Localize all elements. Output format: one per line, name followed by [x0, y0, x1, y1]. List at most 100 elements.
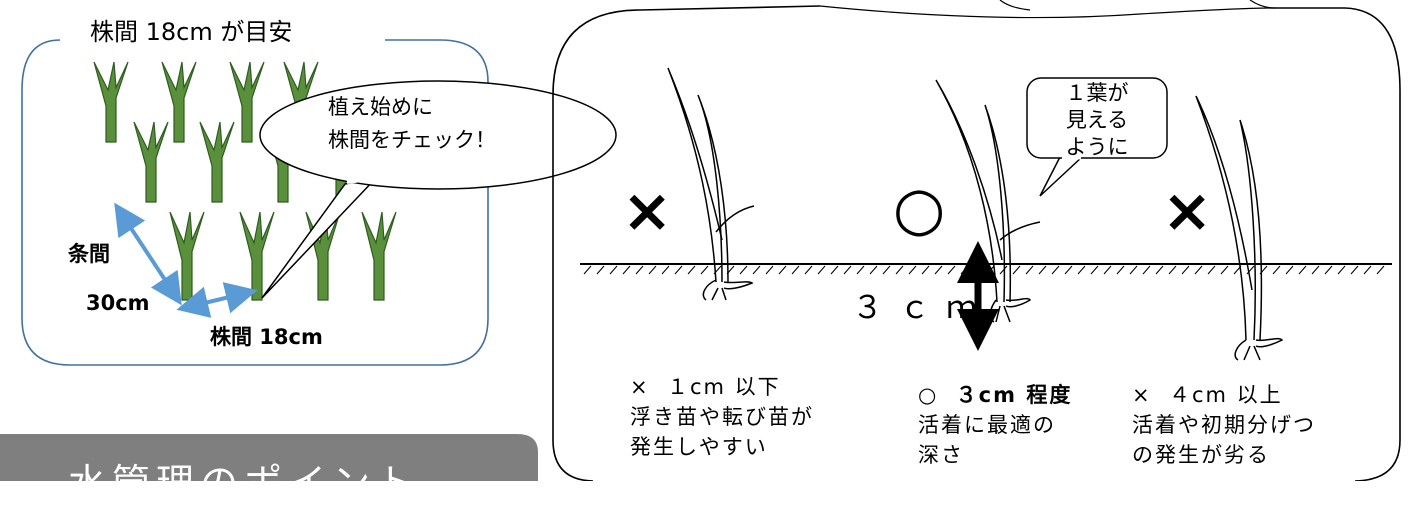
caption-deep-line-2: 活着や初期分げつ — [1132, 413, 1316, 437]
soil-hatch-mark — [1077, 265, 1086, 275]
seedling-icon — [199, 121, 235, 203]
mark-correct: ○ — [893, 174, 946, 244]
hill-spacing-arrow — [176, 282, 258, 318]
soil-hatch-mark — [661, 265, 670, 275]
soil-hatch-mark — [1272, 265, 1281, 275]
soil-hatch-mark — [791, 265, 800, 275]
soil-hatch-mark — [1090, 265, 1099, 275]
soil-hatch-mark — [895, 265, 904, 275]
soil-hatch-mark — [1129, 265, 1138, 275]
seedling-shallow — [667, 67, 755, 301]
soil-hatch-mark — [1025, 265, 1034, 275]
row-spacing-label: 条間 — [68, 242, 110, 266]
check-callout — [259, 80, 617, 299]
caption-shallow-line-2: 浮き苗や転び苗が — [630, 405, 814, 429]
row-spacing-arrow — [114, 202, 182, 306]
soil-hatch-mark — [1350, 265, 1359, 275]
soil-hatch-mark — [921, 265, 930, 275]
soil-hatch-mark — [1363, 265, 1372, 275]
caption-shallow: × １cm 以下 浮き苗や転び苗が 発生しやすい — [630, 372, 814, 462]
soil-hatch-mark — [1220, 265, 1229, 275]
depth-panel-tail-left — [999, 0, 1031, 11]
soil-hatch-mark — [908, 265, 917, 275]
soil-hatch-mark — [1207, 265, 1216, 275]
soil-hatch-mark — [583, 265, 592, 275]
leaf-note-line-3: ように — [1065, 135, 1129, 159]
soil-hatch-mark — [648, 265, 657, 275]
spacing-panel-border — [21, 39, 489, 366]
seedling-icon — [161, 61, 197, 143]
row-spacing-value: 30cm — [86, 291, 150, 315]
banner-bg — [0, 434, 538, 481]
soil-hatch-mark — [609, 265, 618, 275]
soil-hatch-mark — [674, 265, 683, 275]
soil-hatch-mark — [1103, 265, 1112, 275]
soil-hatch-mark — [1168, 265, 1177, 275]
soil-hatch-mark — [869, 265, 878, 275]
soil-hatch-mark — [934, 265, 943, 275]
soil-hatch-mark — [804, 265, 813, 275]
soil-hatch-mark — [986, 265, 995, 275]
soil-hatch-mark — [1181, 265, 1190, 275]
caption-correct-line-1: ３cm 程度 — [955, 383, 1073, 407]
seedling-deep — [1195, 95, 1284, 361]
soil-hatch-mark — [1155, 265, 1164, 275]
callout-line-2: 株間をチェック！ — [328, 128, 496, 152]
callout-line-1: 植え始めに — [328, 95, 433, 119]
caption-deep-line-3: の発生が劣る — [1132, 443, 1270, 467]
caption-deep: × ４cm 以上 活着や初期分げつ の発生が劣る — [1132, 380, 1316, 470]
soil-hatch-mark — [1194, 265, 1203, 275]
depth-panel-border — [552, 5, 1401, 481]
soil-hatch-mark — [635, 265, 644, 275]
soil-hatch-mark — [1142, 265, 1151, 275]
soil-hatch-mark — [1051, 265, 1060, 275]
soil-hatch-mark — [960, 265, 969, 275]
soil-hatch-mark — [700, 265, 709, 275]
caption-correct-mark: ○ — [918, 383, 939, 407]
depth-measure-label: ３ｃｍ — [852, 290, 993, 326]
caption-shallow-mark: × — [630, 375, 650, 399]
seedling-icon — [239, 211, 275, 301]
soil-hatch-mark — [947, 265, 956, 275]
caption-correct-line-2: 活着に最適の — [918, 413, 1056, 437]
hill-spacing-label: 株間 18cm — [210, 325, 323, 349]
soil-hatch-mark — [622, 265, 631, 275]
seedling-icon — [169, 211, 205, 301]
depth-panel-top-curve — [819, 5, 1271, 19]
depth-panel-tail-right — [1249, 0, 1276, 9]
soil-hatch — [583, 265, 1385, 275]
caption-deep-line-1: ４cm 以上 — [1168, 383, 1283, 407]
soil-hatch-mark — [778, 265, 787, 275]
soil-hatch-mark — [1337, 265, 1346, 275]
soil-hatch-mark — [1285, 265, 1294, 275]
seedling-icon — [361, 211, 397, 301]
soil-hatch-mark — [882, 265, 891, 275]
soil-hatch-mark — [1376, 265, 1385, 275]
caption-correct-line-3: 深さ — [918, 443, 964, 467]
mark-too-deep: × — [1162, 176, 1213, 246]
soil-hatch-mark — [752, 265, 761, 275]
soil-hatch-mark — [1311, 265, 1320, 275]
mark-too-shallow: × — [622, 176, 673, 246]
seedling-icon — [133, 121, 169, 203]
soil-hatch-mark — [596, 265, 605, 275]
soil-hatch-mark — [1324, 265, 1333, 275]
soil-hatch-mark — [1064, 265, 1073, 275]
leaf-note-callout — [1026, 77, 1168, 197]
leaf-note-text: １葉が 見える ように — [1030, 80, 1164, 161]
caption-correct: ○ ３cm 程度 活着に最適の 深さ — [918, 380, 1072, 470]
depth-panel — [552, 0, 1401, 481]
diagram-canvas — [0, 0, 1401, 481]
soil-surface — [580, 263, 1392, 275]
soil-hatch-mark — [843, 265, 852, 275]
soil-hatch-mark — [765, 265, 774, 275]
soil-hatch-mark — [1012, 265, 1021, 275]
banner-title: 水管理のポイント — [68, 461, 421, 505]
caption-shallow-line-1: １cm 以下 — [666, 375, 781, 399]
soil-hatch-mark — [687, 265, 696, 275]
soil-hatch-mark — [1298, 265, 1307, 275]
soil-hatch-mark — [1038, 265, 1047, 275]
caption-shallow-line-3: 発生しやすい — [630, 435, 768, 459]
soil-hatch-mark — [739, 265, 748, 275]
leaf-note-line-1: １葉が — [1065, 81, 1129, 105]
